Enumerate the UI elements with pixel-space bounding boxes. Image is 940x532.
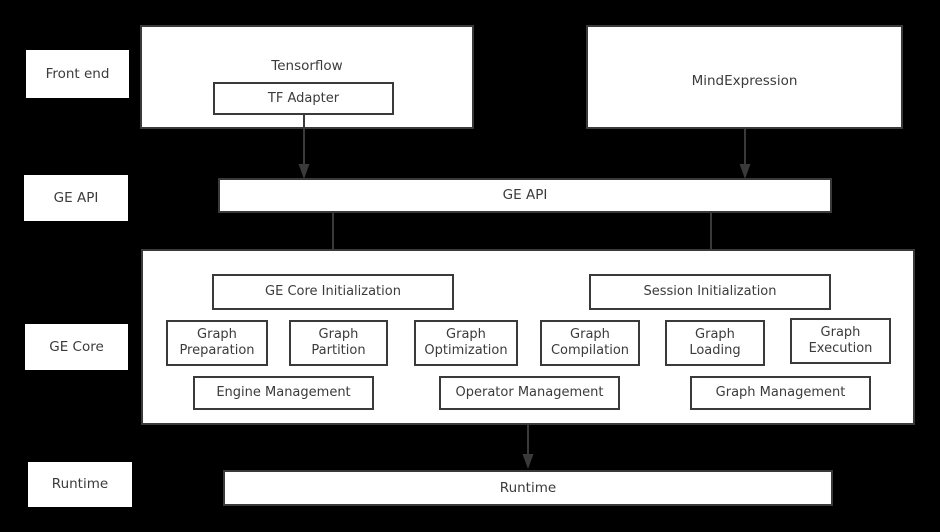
tier-label-front-end: Front end [26, 50, 129, 98]
tf-adapter-box[interactable]: TF Adapter [213, 82, 394, 115]
ge-api-bar-label: GE API [502, 187, 548, 204]
graph-compilation-box[interactable]: Graph Compilation [540, 320, 640, 366]
graph-loading-box[interactable]: Graph Loading [665, 320, 765, 366]
ge-api-bar[interactable]: GE API [218, 178, 832, 213]
tier-label-front-end-text: Front end [45, 65, 110, 82]
tier-label-runtime-text: Runtime [51, 476, 109, 493]
ge-core-initialization-label: GE Core Initialization [265, 284, 401, 300]
tier-label-ge-api-text: GE API [53, 189, 99, 206]
runtime-bar[interactable]: Runtime [223, 470, 833, 506]
operator-management-label: Operator Management [455, 385, 604, 401]
arrow-mindexpression-to-ge-api [738, 127, 752, 180]
runtime-bar-label: Runtime [499, 479, 557, 496]
arrow-ge-core-to-runtime [521, 424, 535, 470]
graph-preparation-label: Graph Preparation [179, 327, 255, 358]
graph-partition-label: Graph Partition [311, 327, 366, 358]
tier-label-ge-core-text: GE Core [49, 338, 104, 355]
ge-core-initialization-box[interactable]: GE Core Initialization [212, 274, 454, 310]
graph-partition-box[interactable]: Graph Partition [289, 320, 388, 366]
tier-label-runtime: Runtime [28, 462, 132, 507]
tf-adapter-label: TF Adapter [267, 90, 340, 106]
graph-loading-label: Graph Loading [689, 327, 741, 358]
session-initialization-label: Session Initialization [643, 284, 777, 300]
graph-optimization-label: Graph Optimization [424, 327, 508, 358]
graph-execution-box[interactable]: Graph Execution [790, 318, 891, 364]
graph-optimization-box[interactable]: Graph Optimization [414, 320, 518, 366]
session-initialization-box[interactable]: Session Initialization [589, 274, 831, 310]
tier-label-ge-api: GE API [24, 175, 128, 221]
tensorflow-title: Tensorflow [271, 58, 343, 74]
mindexpression-title: MindExpression [691, 73, 798, 89]
arrow-tf-adapter-to-ge-api [297, 114, 311, 180]
engine-management-box[interactable]: Engine Management [193, 376, 374, 410]
graph-compilation-label: Graph Compilation [550, 327, 630, 358]
graph-management-label: Graph Management [715, 385, 846, 401]
graph-execution-label: Graph Execution [808, 325, 873, 356]
mindexpression-panel[interactable]: MindExpression [586, 25, 903, 129]
tier-label-ge-core: GE Core [25, 324, 128, 370]
operator-management-box[interactable]: Operator Management [439, 376, 620, 410]
graph-preparation-box[interactable]: Graph Preparation [166, 320, 268, 366]
engine-management-label: Engine Management [216, 385, 351, 401]
graph-management-box[interactable]: Graph Management [690, 376, 871, 410]
